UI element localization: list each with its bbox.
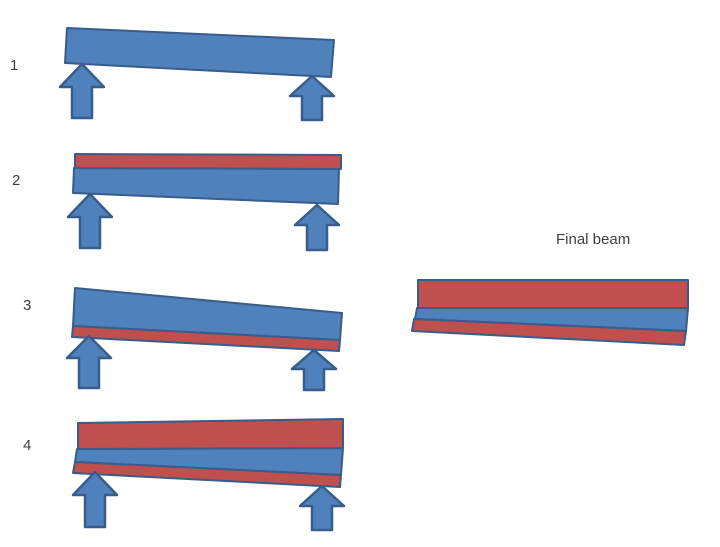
beam-2-top-strip (74, 153, 342, 170)
final-beam-group (411, 279, 689, 346)
step-4-up-arrow-right-icon (298, 484, 346, 532)
step-1-up-arrow-right-icon (288, 74, 336, 122)
step-2-label: 2 (12, 172, 21, 189)
beam-4-bottom-strip (72, 461, 342, 488)
final-beam-bottom-strip (411, 318, 687, 346)
step-1-up-arrow-left-icon (58, 62, 106, 120)
beam-1-body (64, 27, 335, 78)
step-2-up-arrow-right-icon (293, 203, 341, 252)
step-2-up-arrow-left-icon (66, 192, 114, 250)
step-4-up-arrow-left-icon (71, 470, 119, 529)
step-2-group (66, 153, 342, 252)
step-4-label: 4 (23, 437, 32, 454)
step-3-group (65, 287, 343, 392)
final-beam-top-strip (417, 279, 689, 309)
beam-4-top-strip (77, 418, 344, 450)
step-3-label: 3 (23, 297, 32, 314)
beam-2-body (72, 167, 340, 205)
step-1-label: 1 (10, 57, 19, 74)
beam-3-bottom-strip (71, 325, 341, 352)
step-3-up-arrow-left-icon (65, 334, 113, 390)
step-4-group (71, 418, 346, 532)
step-1-group (58, 27, 336, 122)
step-3-up-arrow-right-icon (290, 348, 338, 392)
final-beam-label: Final beam (556, 231, 631, 248)
